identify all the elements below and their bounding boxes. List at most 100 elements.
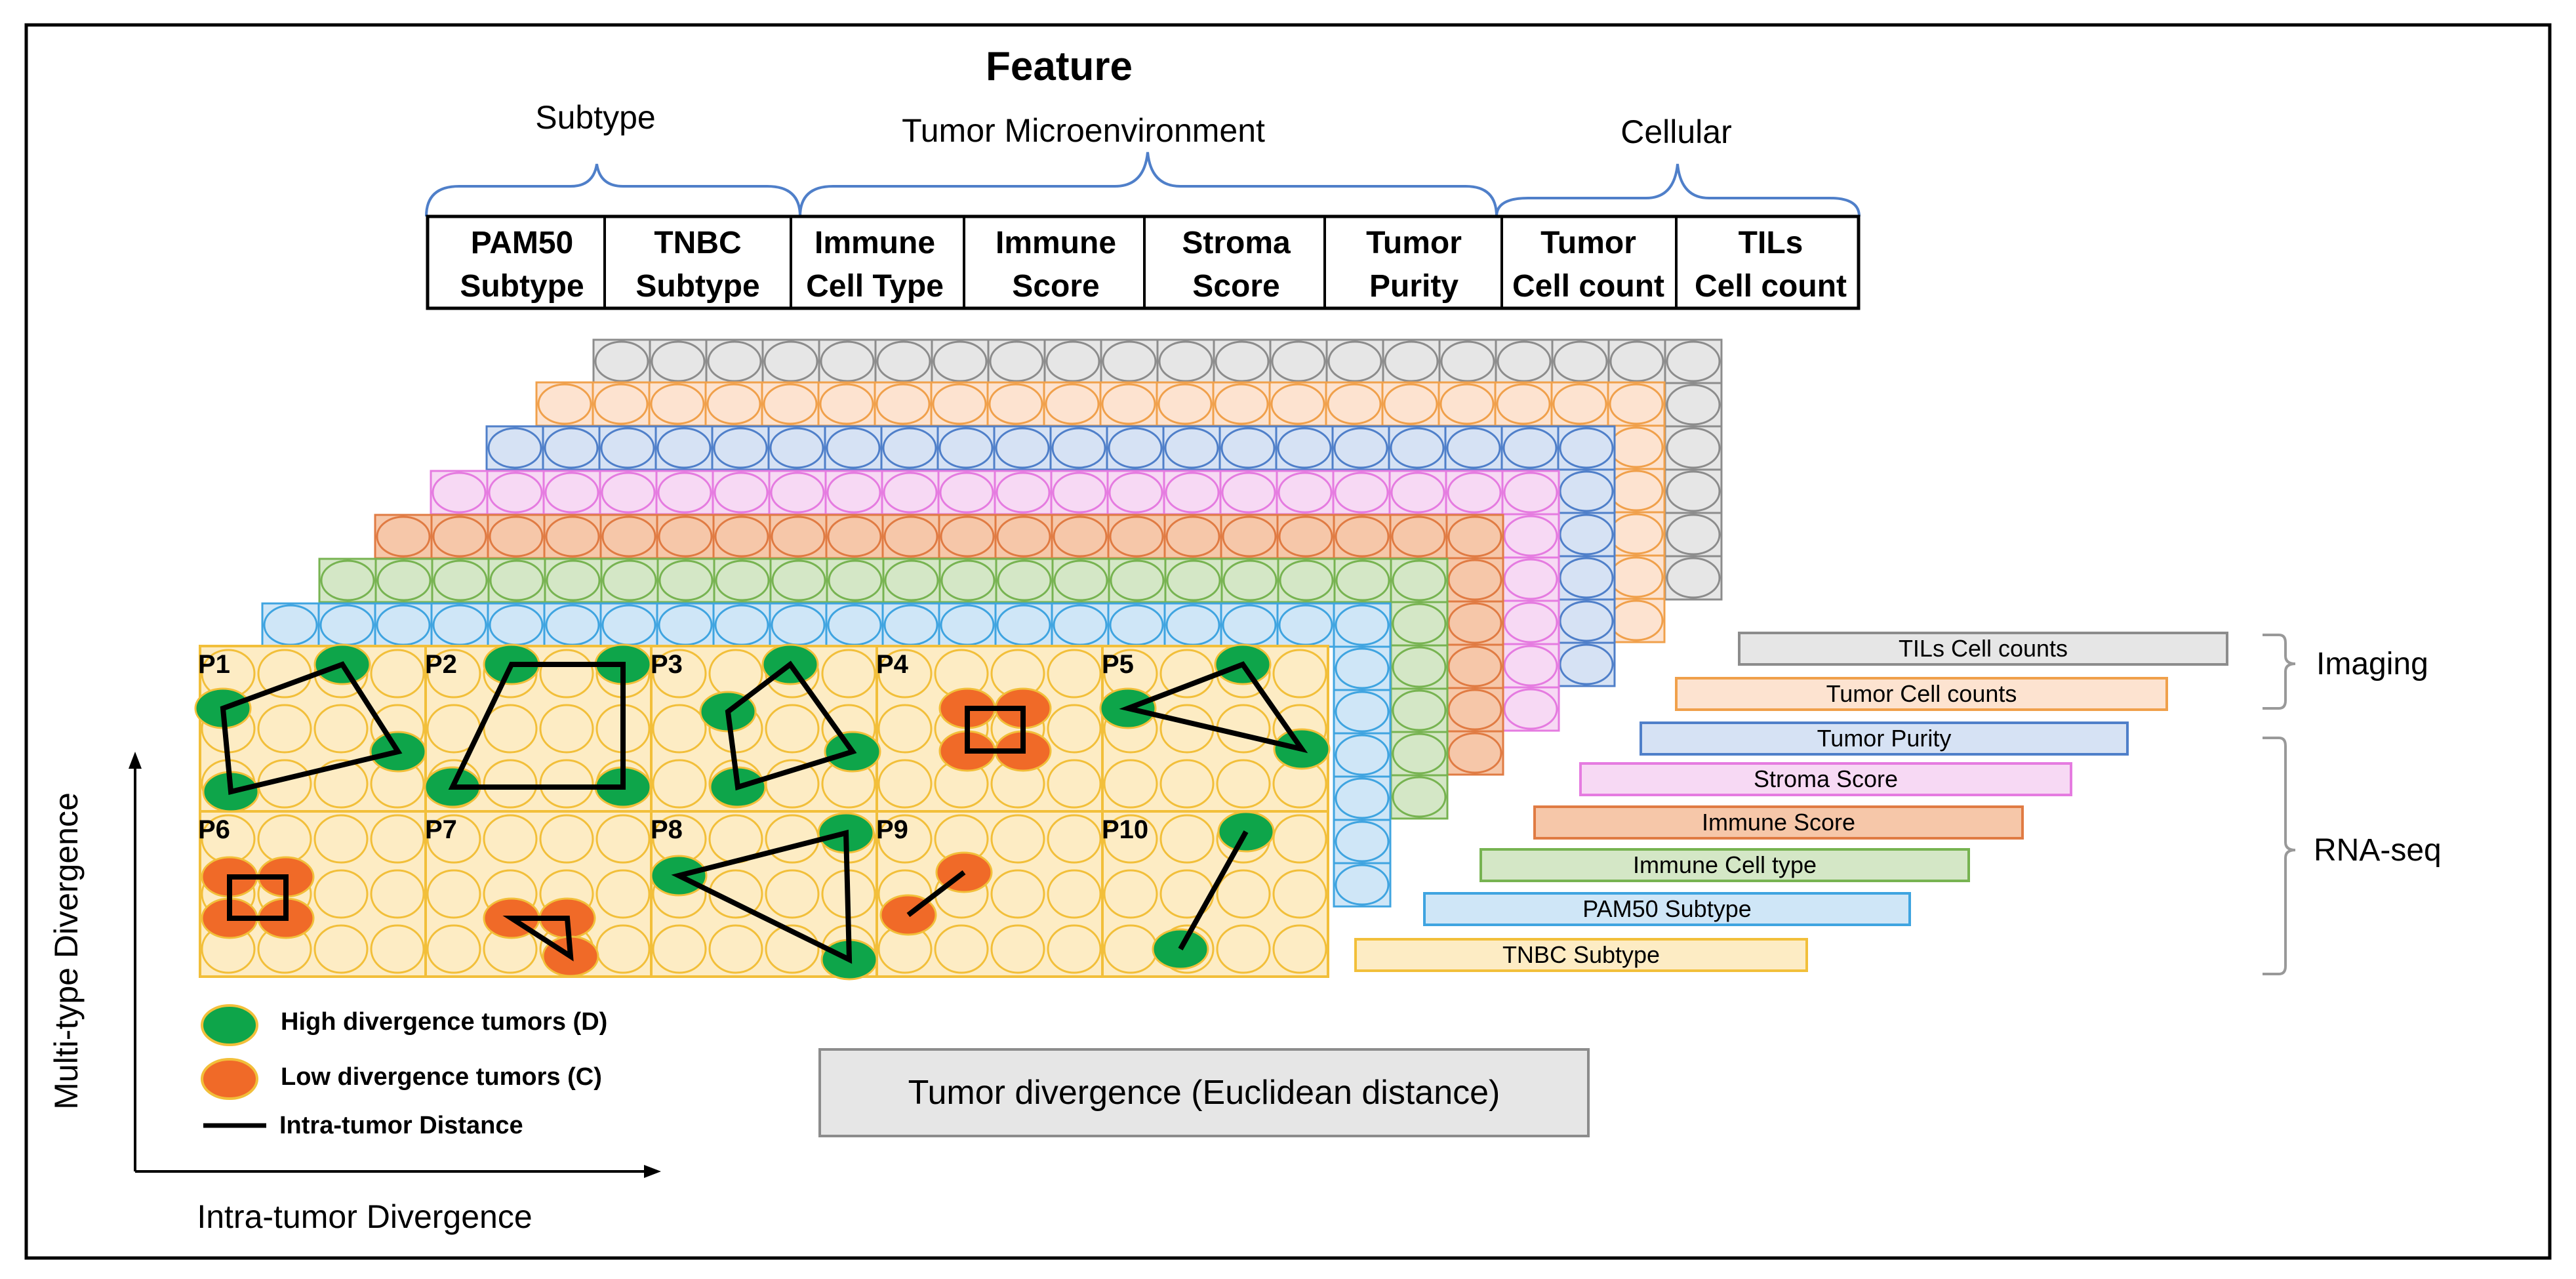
layer-cell-circle: [1559, 427, 1614, 469]
layer-cell-circle: [940, 604, 995, 646]
layer-cell-circle: [319, 604, 374, 646]
layer-cell-circle: [771, 516, 826, 558]
intra-tumor-distance: [965, 706, 1026, 754]
layer-cell-circle: [1278, 516, 1333, 558]
method-box-label: Tumor divergence (Euclidean distance): [908, 1074, 1500, 1112]
feature-layer: [592, 338, 1723, 601]
layer-cell-circle: [876, 340, 931, 382]
tumor-cell: [1216, 759, 1271, 809]
patient-grid: [194, 643, 1331, 981]
group-label-cellular: Cellular: [1620, 113, 1732, 150]
tumor-cell: [483, 814, 538, 864]
layer-cell-circle: [1335, 864, 1390, 906]
tumor-cell: [1159, 759, 1215, 809]
group-brackets: Subtype Tumor Microenvironment Cellular: [425, 99, 1861, 217]
feature-table: PAM50 Subtype TNBC Subtype Immune Cell T…: [426, 214, 1861, 310]
layer-cell-circle: [707, 340, 762, 382]
patient-label: P9: [876, 815, 908, 844]
layer-label-text: Immune Score: [1702, 809, 1855, 836]
column-header-line1: PAM50: [471, 226, 574, 260]
layer-label-text: TNBC Subtype: [1502, 941, 1660, 968]
layer-cell-circle: [1335, 559, 1390, 601]
column-header-line1: Tumor: [1540, 226, 1636, 260]
layer-cell-circle: [1666, 427, 1721, 469]
layer-cell-circle: [1609, 426, 1664, 468]
layer-cell-circle: [433, 559, 488, 601]
layer-cell-circle: [1439, 383, 1495, 425]
legend-high-label: High divergence tumors (D): [281, 1008, 607, 1036]
layer-cell-circle: [1053, 559, 1108, 601]
layer-cell-circle: [1110, 559, 1165, 601]
layer-cell-circle: [1447, 732, 1502, 774]
tumor-cell: [990, 869, 1045, 919]
tumor-cell: [1216, 869, 1271, 919]
layer-label-text: PAM50 Subtype: [1582, 895, 1751, 922]
feature-layer: [485, 425, 1616, 687]
layer-cell-circle: [1496, 383, 1551, 425]
layer-label-frame: [1423, 892, 1911, 926]
layer-cell-circle: [1392, 776, 1447, 818]
layer-label-frame: [1354, 938, 1808, 972]
legend-distance-label: Intra-tumor Distance: [279, 1112, 523, 1139]
layer-cell-circle: [827, 516, 882, 558]
tumor-cell: [765, 704, 820, 754]
layer-cell-circle: [996, 516, 1051, 558]
tumor-cell: [1047, 814, 1102, 864]
feature-title: Feature: [986, 44, 1133, 89]
layer-cell-circle: [1559, 470, 1614, 512]
layer-cell-circle: [995, 427, 1050, 469]
layer-cell-circle: [1666, 514, 1721, 556]
layer-cell-circle: [1609, 599, 1664, 641]
layer-cell-circle: [537, 383, 592, 425]
layer-cell-circle: [1391, 516, 1446, 558]
tumor-cell: [539, 759, 594, 809]
layer-cell-circle: [545, 516, 600, 558]
tumor-cell: [1272, 924, 1327, 974]
layer-cell-circle: [1102, 340, 1157, 382]
layer-cell-circle: [1278, 604, 1333, 646]
tumor-cell: [313, 814, 369, 864]
layer-cell-circle: [1165, 472, 1220, 514]
layer-cell-circle: [1503, 645, 1558, 687]
patient-panel: [424, 810, 653, 978]
layer-cell-circle: [826, 427, 881, 469]
layer-cell-circle: [714, 472, 769, 514]
tumor-cell: [652, 704, 707, 754]
layer-cell-circle: [1666, 340, 1721, 382]
patient-label: P2: [425, 650, 457, 679]
column-header-line2: Score: [1012, 269, 1099, 304]
layer-cell-circle: [376, 516, 431, 558]
tumor-cell: [1103, 869, 1158, 919]
layer-cell-circle: [602, 559, 657, 601]
layer-label-frame: [1479, 848, 1970, 882]
layer-cell-circle: [1502, 427, 1558, 469]
layer-label-box: TNBC Subtype: [1354, 938, 1808, 972]
layer-cell-circle: [1045, 340, 1100, 382]
layer-cell-circle: [1447, 602, 1502, 644]
layer-cell-circle: [1109, 604, 1164, 646]
layer-cell-circle: [1609, 470, 1664, 512]
layer-cell-circle: [1390, 427, 1445, 469]
group-label-tme: Tumor Microenvironment: [902, 112, 1265, 149]
layer-cell-circle: [938, 427, 994, 469]
intra-tumor-distance: [671, 829, 853, 964]
layer-cell-circle: [600, 427, 655, 469]
tumor-cell: [370, 924, 425, 974]
layer-label-box: Stroma Score: [1579, 762, 2072, 796]
layer-cell-circle: [601, 472, 656, 514]
intra-tumor-distance: [502, 916, 574, 962]
layer-cell-circle: [1392, 646, 1447, 688]
layer-cell-circle: [1447, 559, 1502, 601]
layer-cell-circle: [601, 516, 656, 558]
layer-cell-circle: [1609, 383, 1664, 425]
layer-cell-circle: [940, 516, 995, 558]
layer-cell-circle: [1270, 383, 1325, 425]
layer-label-text: Tumor Purity: [1817, 725, 1952, 752]
tumor-cell: [1047, 869, 1102, 919]
column-header-line1: Stroma: [1182, 226, 1291, 260]
patient-label: P8: [651, 815, 683, 844]
feature-layer: [318, 558, 1449, 820]
tumor-cell: [595, 814, 651, 864]
patient-labels: P1 P2 P3 P4 P5 P6 P7 P8 P9 P10: [198, 650, 1148, 844]
layer-cell-circle: [1334, 472, 1389, 514]
